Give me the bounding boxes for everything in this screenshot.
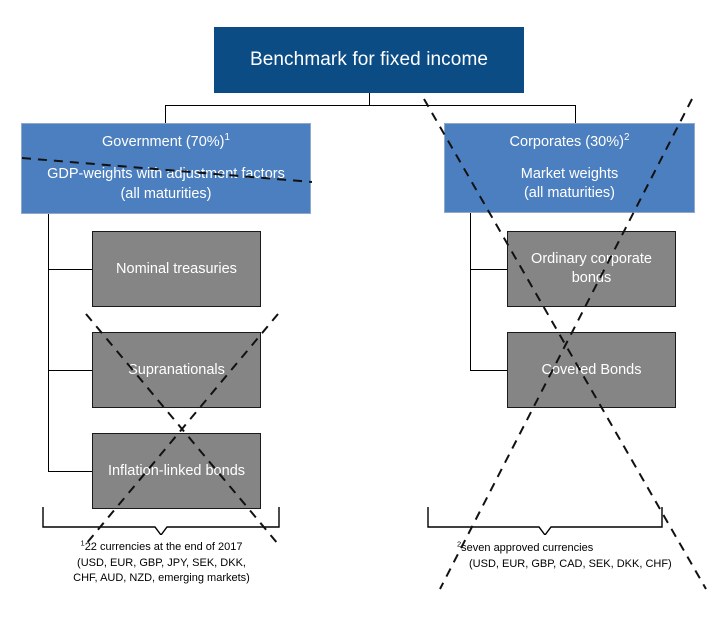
- node-corporates[interactable]: Corporates (30%)2 Market weights (all ma…: [444, 123, 695, 213]
- node-covered-bonds-label: Covered Bonds: [541, 361, 642, 378]
- node-root-label: Benchmark for fixed income: [249, 49, 489, 70]
- brace-corporates: [425, 505, 665, 535]
- node-nominal-treasuries-label: Nominal treasuries: [116, 260, 237, 277]
- node-ordinary-corporate-bonds-label-line2: bonds: [571, 270, 612, 286]
- connector-government-trunk: [48, 214, 49, 472]
- brace-government: [40, 505, 282, 535]
- node-corporates-detail-2: (all maturities): [523, 185, 616, 202]
- connector-corporates-leaf-1: [470, 269, 508, 270]
- footnote-government-line3: CHF, AUD, NZD, emerging markets): [73, 572, 250, 585]
- connector-government-leaf-1: [48, 269, 93, 270]
- node-government-detail-2: (all maturities): [120, 185, 212, 202]
- footnote-corporates-line1: 2seven approved currencies: [457, 539, 594, 554]
- node-corporates-heading: Corporates (30%)2: [509, 131, 630, 150]
- node-supranationals-label: Supranationals: [128, 361, 225, 378]
- node-ordinary-corporate-bonds-label-line1: Ordinary corporate: [531, 251, 652, 268]
- node-ordinary-corporate-bonds[interactable]: Ordinary corporate bonds: [507, 231, 676, 307]
- node-government-detail-1: GDP-weights with adjustment factors: [47, 166, 285, 183]
- footnote-government-line1: 122 currencies at the end of 2017: [80, 538, 243, 553]
- node-root[interactable]: Benchmark for fixed income: [214, 27, 524, 93]
- connector-root-spreader: [165, 105, 575, 106]
- connector-to-government: [165, 105, 166, 124]
- node-government-heading: Government (70%)1: [102, 132, 230, 151]
- node-nominal-treasuries[interactable]: Nominal treasuries: [92, 231, 261, 307]
- connector-government-leaf-2: [48, 370, 93, 371]
- node-supranationals[interactable]: Supranationals: [92, 332, 261, 408]
- node-covered-bonds[interactable]: Covered Bonds: [507, 332, 676, 408]
- node-corporates-detail-1: Market weights: [520, 165, 619, 182]
- node-inflation-linked-bonds-label: Inflation-linked bonds: [107, 462, 246, 479]
- footnote-government-marker: 1: [80, 538, 85, 548]
- footnote-government: 122 currencies at the end of 2017 (USD, …: [34, 538, 289, 587]
- node-government-superscript: 1: [224, 132, 230, 144]
- node-inflation-linked-bonds[interactable]: Inflation-linked bonds: [92, 433, 261, 509]
- connector-government-leaf-3: [48, 471, 93, 472]
- connector-to-corporates: [575, 105, 576, 124]
- connector-corporates-leaf-2: [470, 370, 508, 371]
- node-corporates-superscript: 2: [623, 131, 630, 143]
- footnote-corporates-line2: (USD, EUR, GBP, CAD, SEK, DKK, CHF): [469, 557, 672, 570]
- connector-corporates-trunk: [470, 213, 471, 371]
- connector-root-stub: [369, 93, 370, 106]
- footnote-government-line2: (USD, EUR, GBP, JPY, SEK, DKK,: [77, 556, 246, 569]
- node-government[interactable]: Government (70%)1 GDP-weights with adjus…: [21, 123, 311, 214]
- footnote-corporates: 2seven approved currencies (USD, EUR, GB…: [457, 539, 707, 572]
